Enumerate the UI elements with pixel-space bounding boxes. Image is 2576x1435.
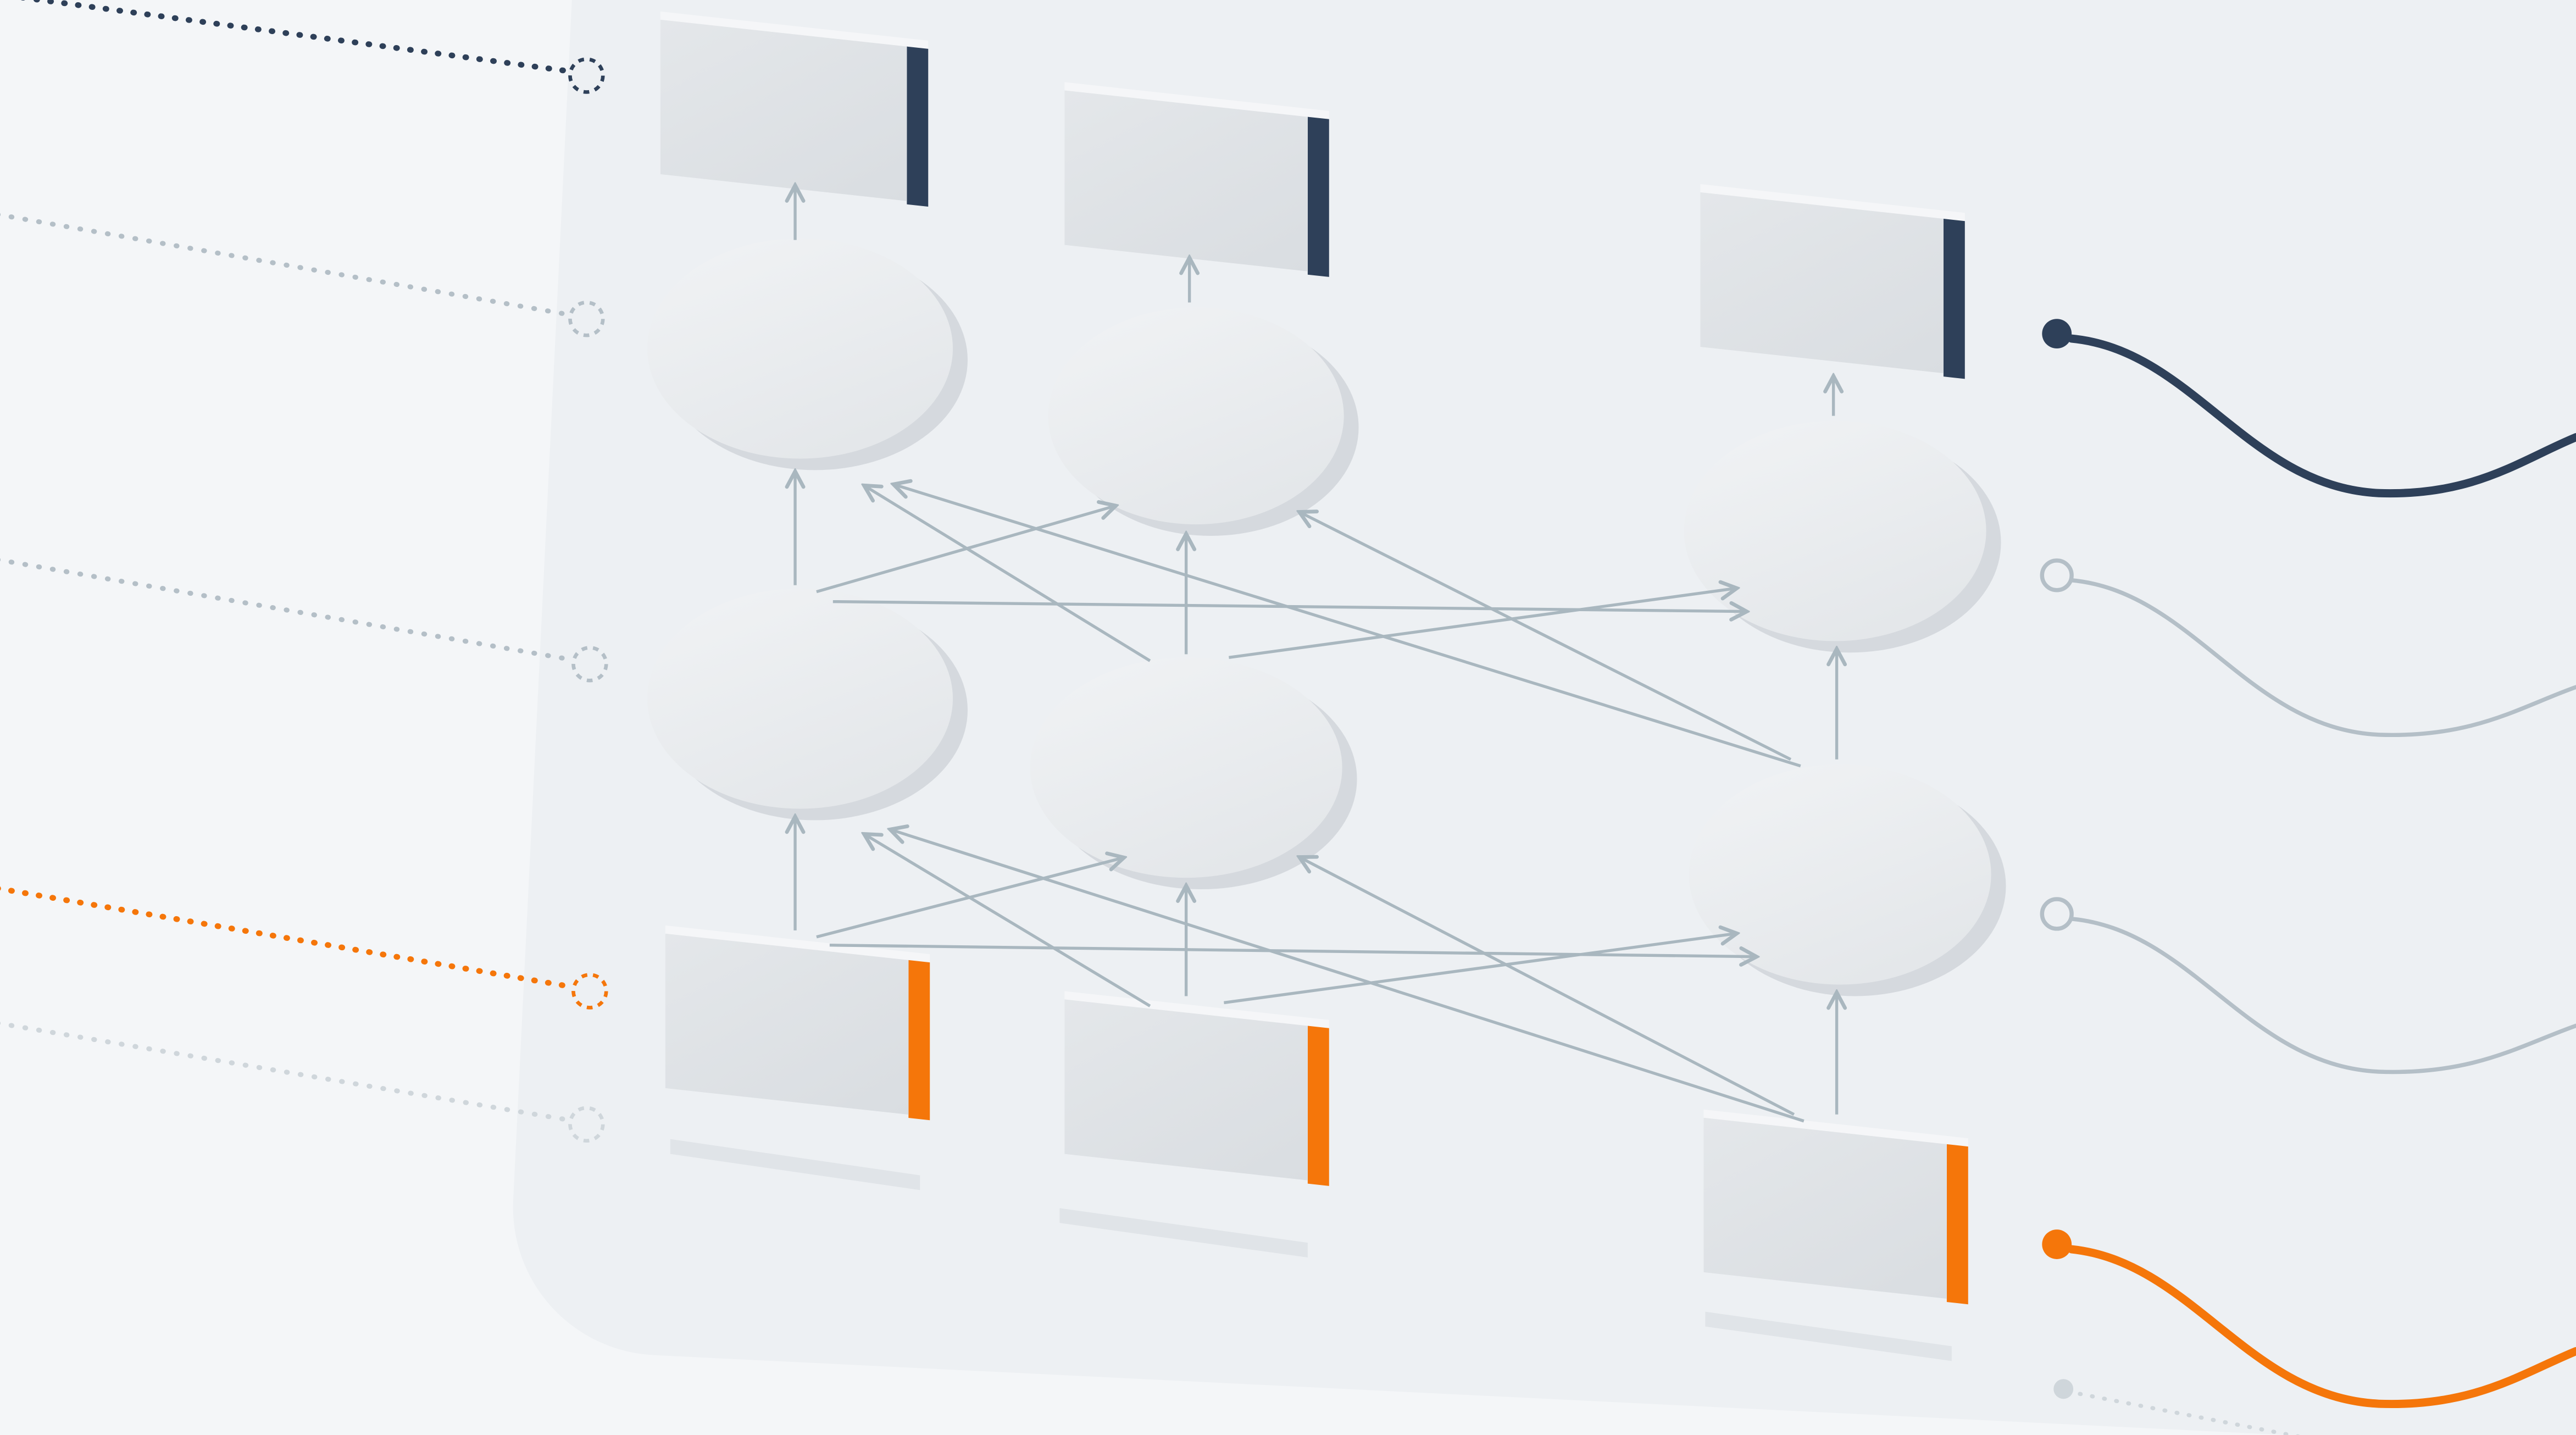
input-box-col1-side-face (908, 960, 930, 1121)
input-line-faint-terminal-icon (568, 1106, 605, 1143)
hidden-node-col3-top (1684, 420, 1986, 641)
input-box-col3-side-face (1946, 1144, 1968, 1305)
input-line-gray-1 (0, 212, 568, 317)
connection-arrow-18 (866, 486, 1151, 662)
input-box-col2 (1064, 991, 1329, 1186)
base-shadow-col2 (1059, 1208, 1308, 1257)
connection-arrow-19 (1229, 589, 1735, 660)
hidden-node-col1-bottom (647, 588, 953, 809)
input-line-gray-1-terminal-icon (568, 301, 605, 337)
output-box-col1-side-face (907, 46, 929, 207)
base-shadow-col1 (670, 1139, 920, 1190)
base-shadow-col3 (1705, 1311, 1952, 1361)
output-gray-2-curve (2069, 917, 2576, 1074)
output-box-col2-front-face (1064, 90, 1308, 272)
input-box-col2-front-face (1064, 999, 1308, 1181)
input-line-orange (0, 885, 571, 989)
input-line-navy (19, 0, 568, 74)
output-box-col2-top-face (1064, 82, 1329, 121)
output-orange-terminal-icon (2042, 1229, 2072, 1259)
input-box-col3-top-face (1703, 1109, 1968, 1149)
output-box-col3 (1700, 184, 1965, 379)
input-box-col2-top-face (1064, 991, 1329, 1030)
connection-arrow-14 (892, 830, 1805, 1123)
connection-arrow-11 (829, 944, 1755, 957)
output-box-col3-front-face (1700, 192, 1944, 374)
output-gray-1-curve (2069, 578, 2576, 738)
hidden-node-col2-bottom (1030, 657, 1342, 878)
input-line-orange-terminal-icon (571, 973, 608, 1010)
backdrop-panel (513, 0, 2576, 1435)
connection-arrow-15 (1301, 858, 1795, 1116)
input-box-col3-front-face (1703, 1117, 1947, 1299)
input-line-gray-2 (0, 557, 571, 662)
output-gray-2-terminal-icon (2040, 897, 2074, 931)
hidden-node-col2-top (1048, 307, 1344, 525)
input-line-navy-terminal-icon (568, 57, 605, 94)
hidden-node-col3-bottom (1689, 764, 1991, 985)
output-box-col1-front-face (660, 19, 907, 201)
connection-arrow-20 (895, 485, 1801, 768)
input-line-gray-2-terminal-icon (571, 646, 608, 683)
output-faint-dot-terminal-icon (2053, 1379, 2074, 1399)
output-box-col1 (660, 11, 929, 207)
output-box-col2-side-face (1307, 117, 1329, 277)
input-box-col3 (1703, 1109, 1968, 1305)
input-box-col1-front-face (665, 933, 909, 1115)
input-box-col2-side-face (1307, 1026, 1329, 1186)
input-box-col1-top-face (665, 925, 930, 965)
connection-arrow-21 (1301, 513, 1792, 761)
output-box-col2 (1064, 82, 1329, 277)
output-box-col3-top-face (1700, 184, 1965, 223)
output-box-col3-side-face (1943, 219, 1965, 379)
output-box-col1-top-face (660, 11, 929, 51)
hidden-node-col1-top (647, 238, 953, 459)
input-box-col1 (665, 925, 930, 1121)
output-faint-dot-dotted-tail (2078, 1392, 2301, 1435)
output-orange-curve (2067, 1245, 2576, 1409)
output-gray-1-terminal-icon (2040, 558, 2074, 592)
output-navy-terminal-icon (2042, 319, 2072, 349)
connection-arrow-12 (866, 835, 1151, 1007)
connection-arrow-13 (1224, 934, 1735, 1005)
output-navy-curve (2067, 334, 2576, 498)
input-line-faint (0, 1021, 568, 1122)
